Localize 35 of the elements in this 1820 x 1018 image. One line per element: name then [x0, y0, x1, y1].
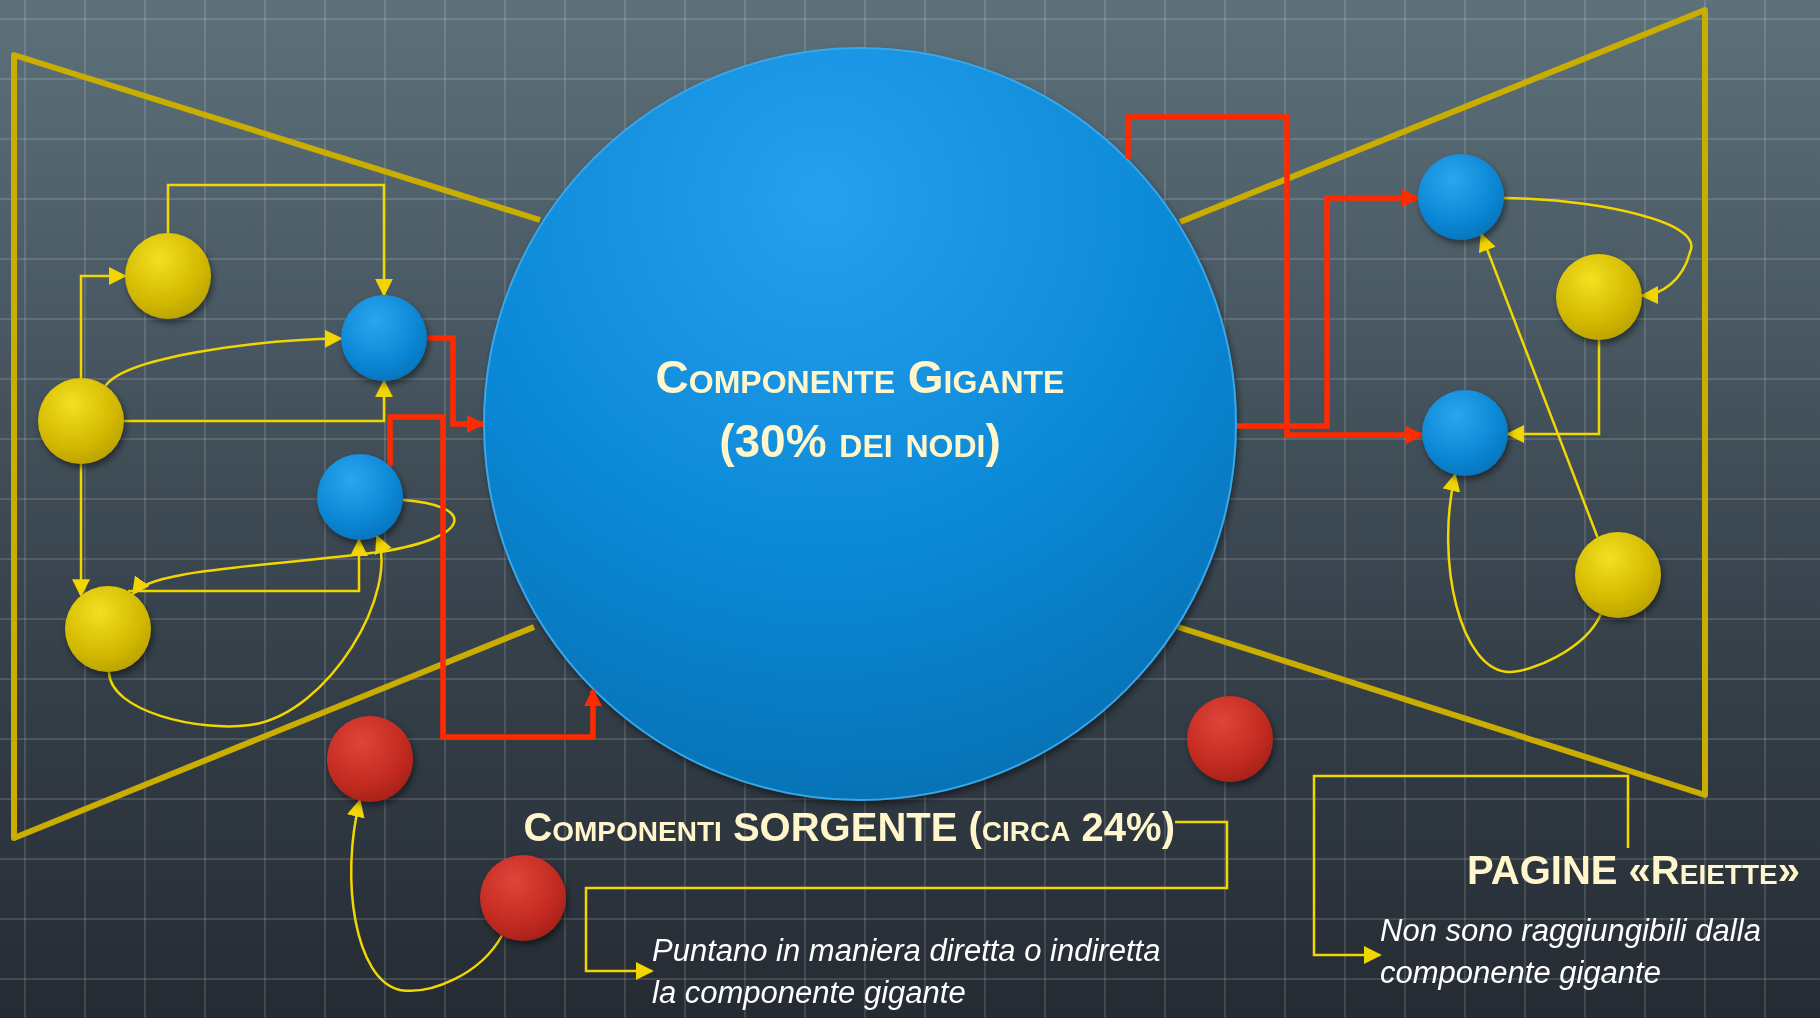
connector-arrow: [1506, 340, 1601, 443]
section-heading: Componenti SORGENTE (circa 24%): [523, 805, 1175, 850]
connector-arrow: [79, 267, 127, 378]
graph-node: [327, 716, 413, 802]
connector-arrow: [1503, 196, 1693, 304]
connector-arrow: [427, 335, 485, 433]
graph-node: [1422, 390, 1508, 476]
graph-node: [317, 454, 403, 540]
connector-arrow: [104, 330, 343, 387]
connector-arrow: [584, 820, 1229, 980]
connector-arrow: [128, 538, 368, 593]
graph-node: [38, 378, 124, 464]
connector-arrow: [124, 379, 393, 423]
connector-arrow: [107, 534, 390, 728]
node-label: Componente Gigante (30% dei nodi): [654, 349, 1066, 469]
description-text: Non sono raggiungibili dalla componente gigante: [1380, 910, 1816, 994]
connector-arrow: [1443, 473, 1602, 674]
connector-arrow: [1312, 774, 1630, 964]
graph-node: [341, 295, 427, 381]
connector-arrow: [387, 414, 602, 740]
connector-arrow: [166, 183, 393, 297]
graph-node: [480, 855, 566, 941]
graph-node: [125, 233, 211, 319]
connector-arrow: [1125, 114, 1424, 444]
connector-arrow: [1237, 189, 1420, 429]
graph-node: [1556, 254, 1642, 340]
graph-node: [1575, 532, 1661, 618]
connector-arrow: [347, 798, 504, 992]
connector-arrow: [131, 498, 456, 596]
connector-arrow: [72, 464, 90, 598]
graph-node: [1418, 154, 1504, 240]
graph-node: [65, 586, 151, 672]
section-heading: PAGINE «Reiette»: [1467, 848, 1800, 893]
connector-arrow: [1478, 233, 1599, 538]
description-text: Puntano in maniera diretta o indiretta la componente gigante: [652, 930, 1192, 1014]
